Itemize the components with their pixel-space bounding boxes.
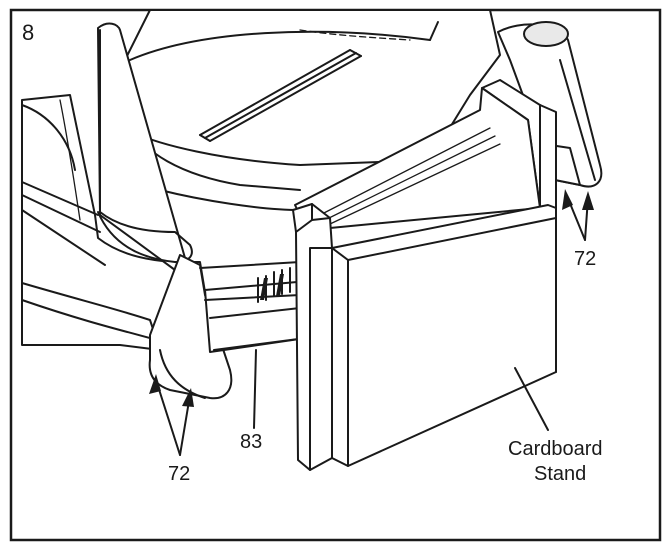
left-end-cap [148,254,233,400]
label-part-72-right: 72 [574,248,596,270]
label-part-72-left: 72 [168,463,190,485]
label-cardboard-stand-line2: Stand [534,463,586,485]
leader-lines [149,189,594,456]
left-frame-rail [21,94,206,351]
label-cardboard-stand-line1: Cardboard [508,438,603,460]
roller-slats [199,261,301,303]
right-upright [497,21,603,188]
step-number: 8 [22,20,34,45]
label-part-83: 83 [240,431,262,453]
cardboard-stand [292,79,557,471]
